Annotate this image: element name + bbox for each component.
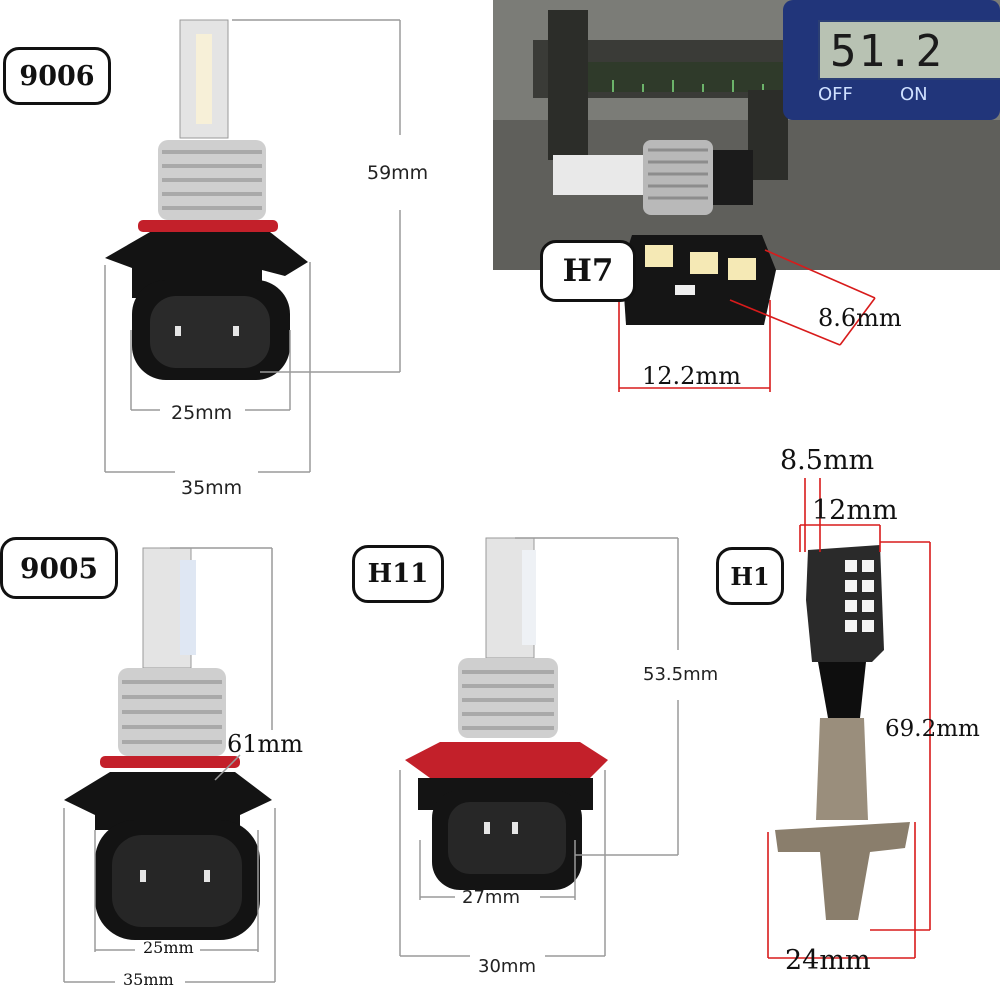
dim-9006-inner: 25mm bbox=[171, 402, 233, 424]
bulb-9006 bbox=[105, 19, 308, 380]
dims-9005 bbox=[63, 547, 276, 983]
dim-9005-outer: 35mm bbox=[123, 970, 174, 989]
bulb-h11 bbox=[405, 537, 608, 890]
badge-h7: H7 bbox=[540, 240, 636, 302]
badge-h11: H11 bbox=[352, 545, 444, 603]
dim-9006-outer: 35mm bbox=[181, 477, 243, 499]
dim-9006-height: 59mm bbox=[367, 162, 429, 184]
dim-9005-height: 61mm bbox=[227, 730, 304, 758]
bulb-9005 bbox=[64, 547, 272, 940]
dims-9006 bbox=[104, 19, 401, 473]
dim-h7-width: 12.2mm bbox=[642, 362, 741, 390]
dim-h11-outer: 30mm bbox=[478, 956, 536, 977]
caliper-off-label: OFF bbox=[818, 84, 853, 105]
dim-h1-base: 24mm bbox=[785, 945, 871, 976]
dims-h1 bbox=[767, 478, 931, 959]
dims-h11 bbox=[399, 537, 679, 957]
bulb-h1 bbox=[775, 545, 910, 920]
bulb-h7-closeup bbox=[622, 235, 776, 325]
badge-h1: H1 bbox=[716, 547, 784, 605]
dims-h7 bbox=[618, 249, 876, 392]
caliper-display: 51.2 bbox=[818, 20, 1000, 80]
dim-h1-top: 8.5mm bbox=[780, 445, 875, 476]
dim-h11-inner: 27mm bbox=[462, 887, 520, 908]
dim-h1-mid: 12mm bbox=[812, 495, 898, 526]
dim-h1-height: 69.2mm bbox=[885, 716, 980, 742]
badge-9005: 9005 bbox=[0, 537, 118, 599]
badge-9006: 9006 bbox=[3, 47, 111, 105]
caliper-reading: 51.2 bbox=[830, 26, 944, 77]
dim-h11-height: 53.5mm bbox=[643, 664, 719, 685]
dim-h7-depth: 8.6mm bbox=[818, 304, 902, 332]
dim-9005-inner: 25mm bbox=[143, 938, 194, 957]
caliper-on-label: ON bbox=[900, 84, 928, 105]
